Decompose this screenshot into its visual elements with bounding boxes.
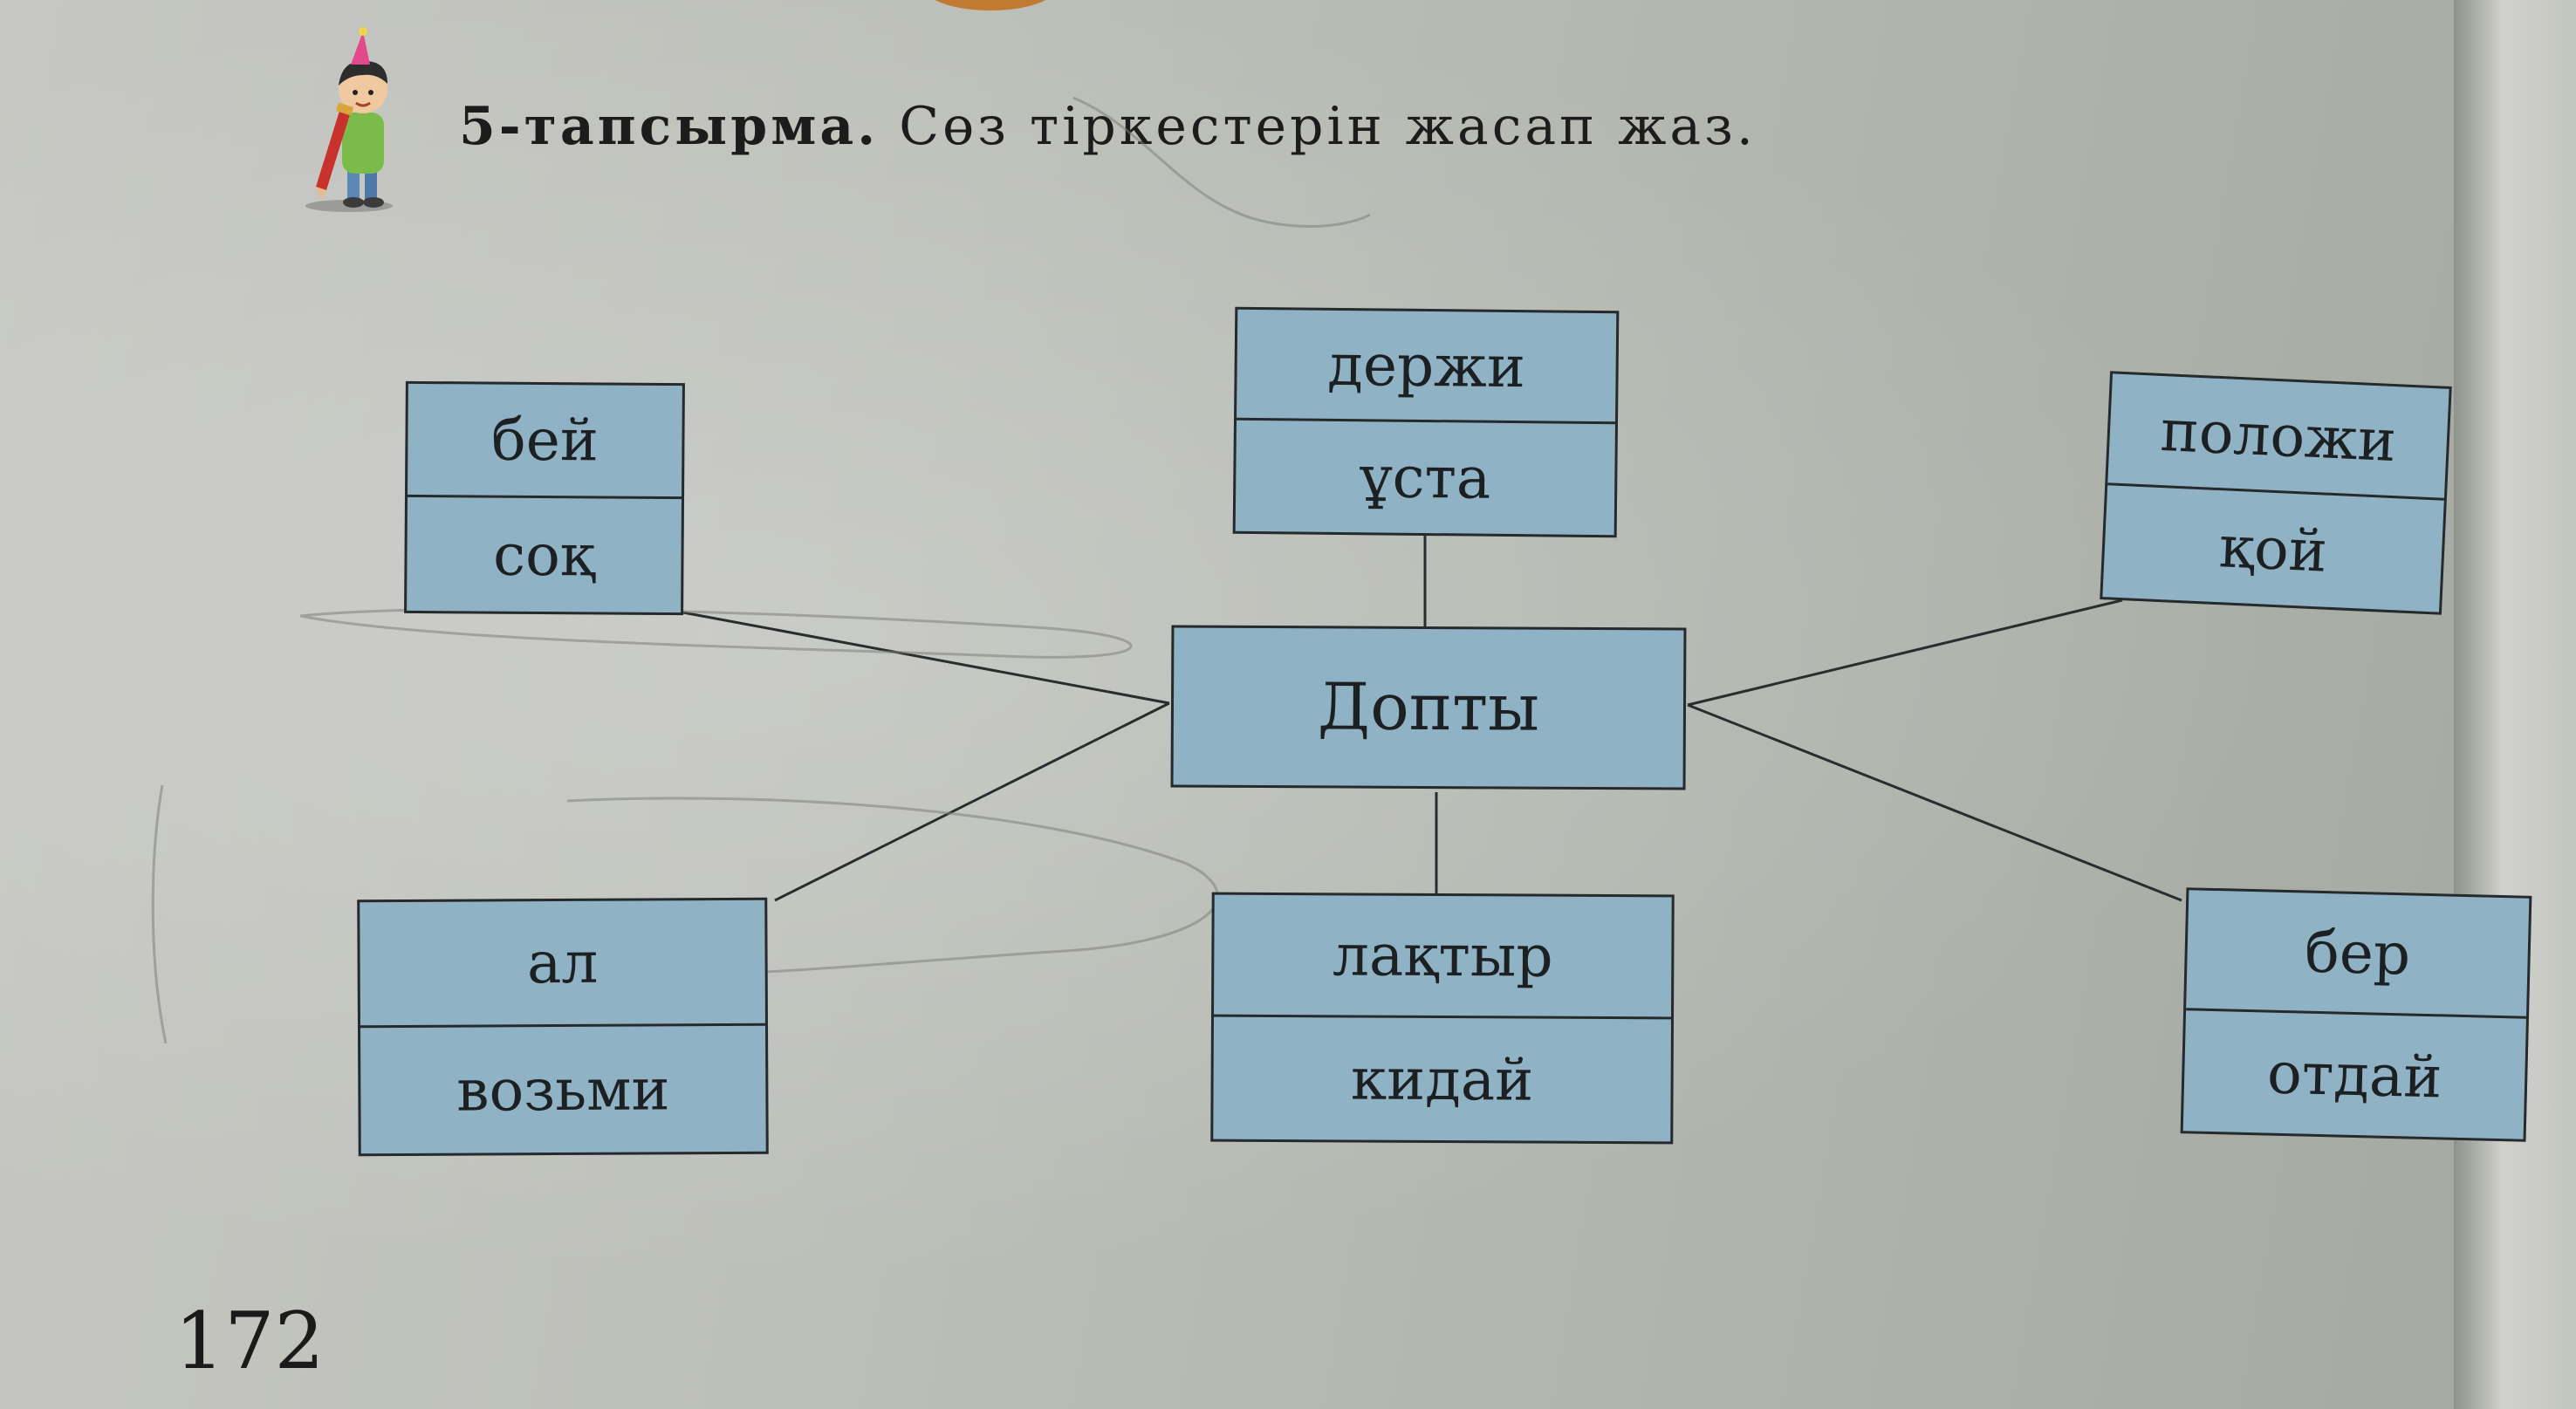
word-russian: положи <box>2107 373 2449 501</box>
connector-top-right <box>1687 598 2123 707</box>
page-number: 172 <box>175 1296 325 1387</box>
pencil-scribble <box>1072 96 1371 228</box>
word-kazakh: қой <box>2217 512 2329 585</box>
center-word-box: Допты <box>1170 625 1687 790</box>
child-with-pencil-icon <box>305 27 393 212</box>
pencil-scribble <box>151 784 168 1044</box>
word-box-top-right: положи қой <box>2100 371 2452 615</box>
connector-top-left <box>673 609 1170 705</box>
word-russian: отдай <box>2266 1039 2443 1111</box>
task-instruction: Сөз тіркестерін жасап жаз. <box>899 96 1757 157</box>
word-russian: бей <box>408 383 682 500</box>
word-russian: держи <box>1237 309 1617 425</box>
page-edge <box>2454 0 2576 1409</box>
word-kazakh: лақтыр <box>1214 894 1672 1020</box>
word-kazakh: соқ <box>492 521 596 589</box>
word-box-bottom-middle: лақтыр кидай <box>1210 892 1675 1145</box>
task-number: 5-тапсырма. <box>459 96 880 157</box>
center-word: Допты <box>1317 669 1540 746</box>
word-box-top-left: бей соқ <box>404 380 685 616</box>
word-box-bottom-left: ал возьми <box>357 897 769 1157</box>
pencil-scribble <box>299 607 1133 659</box>
word-russian: возьми <box>456 1055 670 1125</box>
word-box-bottom-right: бер отдай <box>2180 887 2532 1142</box>
word-kazakh: ұста <box>1359 443 1491 512</box>
word-russian: кидай <box>1350 1044 1534 1114</box>
connector-bottom-right <box>1687 703 2182 902</box>
word-kazakh: бер <box>2186 890 2530 1019</box>
connector-bottom-left <box>774 701 1170 902</box>
word-kazakh: ал <box>360 899 765 1029</box>
word-box-top-middle: держи ұста <box>1232 306 1620 538</box>
task-heading: 5-тапсырма. Сөз тіркестерін жасап жаз. <box>459 96 1757 157</box>
